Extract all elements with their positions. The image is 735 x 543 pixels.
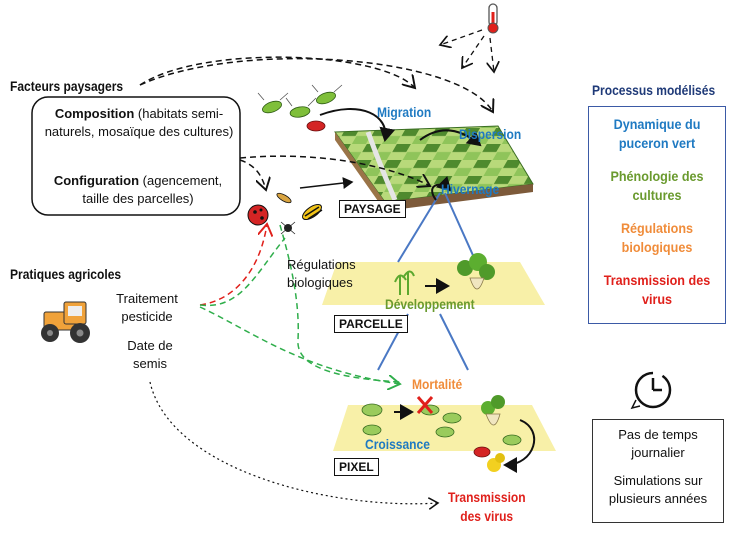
arrow-factors-dispersal xyxy=(139,57,493,112)
arrow-factors-enemies xyxy=(239,159,266,190)
composition-desc: (habitats semi-naturels, mosaïque des cu… xyxy=(44,106,234,139)
practices-title: Pratiques agricoles xyxy=(10,266,122,282)
modelled-title: Processus modélisés xyxy=(592,82,716,98)
composition-text: Composition (habitats semi-naturels, mos… xyxy=(44,105,234,141)
arrow-temp-2 xyxy=(462,35,485,68)
modelled-item-transmission: Transmission des virus xyxy=(603,272,711,307)
mortality-label: Mortalité xyxy=(412,376,463,392)
link-landscape-field-right xyxy=(444,192,477,263)
arrow-sowing-transmission xyxy=(149,381,438,504)
growth-label: Croissance xyxy=(365,436,430,452)
modelled-item-phenology: Phénologie des cultures xyxy=(610,168,704,203)
scale-pixel-label: PIXEL xyxy=(334,458,379,476)
tractor-icon xyxy=(41,301,90,343)
migration-label: Migration xyxy=(377,104,432,120)
arrow-factors-overwintering xyxy=(239,155,430,186)
modelled-item-regulations: Régulations biologiques xyxy=(620,220,694,255)
arrow-overwintering xyxy=(431,175,452,201)
clock-icon xyxy=(630,371,672,410)
configuration-text: Configuration (agencement, taille des pa… xyxy=(40,172,236,208)
arrow-regulations-mortality xyxy=(279,224,401,383)
landscape-factors-title: Facteurs paysagers xyxy=(10,78,124,94)
scale-landscape-label: PAYSAGE xyxy=(339,200,406,218)
sowing-text: Date de semis xyxy=(127,338,173,371)
years-text: Simulations sur plusieurs années xyxy=(608,473,708,506)
scale-field-label: PARCELLE xyxy=(334,315,408,333)
arrow-pesticide-regulations xyxy=(199,237,286,307)
pesticide-text: Traitement pesticide xyxy=(116,291,178,324)
modelled-item-aphid: Dynamique du puceron vert xyxy=(613,116,701,151)
arrow-pesticide-mortality xyxy=(199,306,400,384)
arrow-migration xyxy=(319,108,396,142)
landscape-plate xyxy=(334,125,534,211)
arrow-factors-migration xyxy=(139,56,415,88)
modelled-processes-box: Dynamique du puceron vert Phénologie des… xyxy=(588,106,726,324)
pixel-aphid-icons xyxy=(361,395,536,473)
link-field-pixel-right xyxy=(439,313,469,371)
simulation-box: Pas de temps journalier Simulations sur … xyxy=(592,419,724,523)
plant-icons xyxy=(394,253,495,295)
natural-enemy-icons xyxy=(247,192,323,235)
bio-regulations-label: Régulations biologiques xyxy=(287,257,356,290)
dispersal-label: Dispersion xyxy=(459,126,522,142)
arrow-pesticide-enemies xyxy=(199,224,267,306)
configuration-label: Configuration xyxy=(53,173,140,188)
aphid-icons xyxy=(257,84,343,132)
landscape-factors-box xyxy=(31,96,241,216)
thermometer-icon xyxy=(487,3,499,34)
link-landscape-field-left xyxy=(397,192,441,263)
transmission-label: Transmission des virus xyxy=(448,489,526,524)
composition-label: Composition xyxy=(54,106,135,121)
development-label: Développement xyxy=(385,296,475,312)
overwintering-label: Hivernage xyxy=(441,181,500,197)
arrow-temp-1 xyxy=(440,29,483,45)
arrow-dispersal xyxy=(419,129,482,147)
configuration-desc: (agencement, taille des parcelles) xyxy=(82,173,223,206)
arrow-temp-3 xyxy=(490,37,494,72)
timestep-text: Pas de temps journalier xyxy=(618,427,698,460)
arrow-enemies-landscape xyxy=(299,177,354,189)
